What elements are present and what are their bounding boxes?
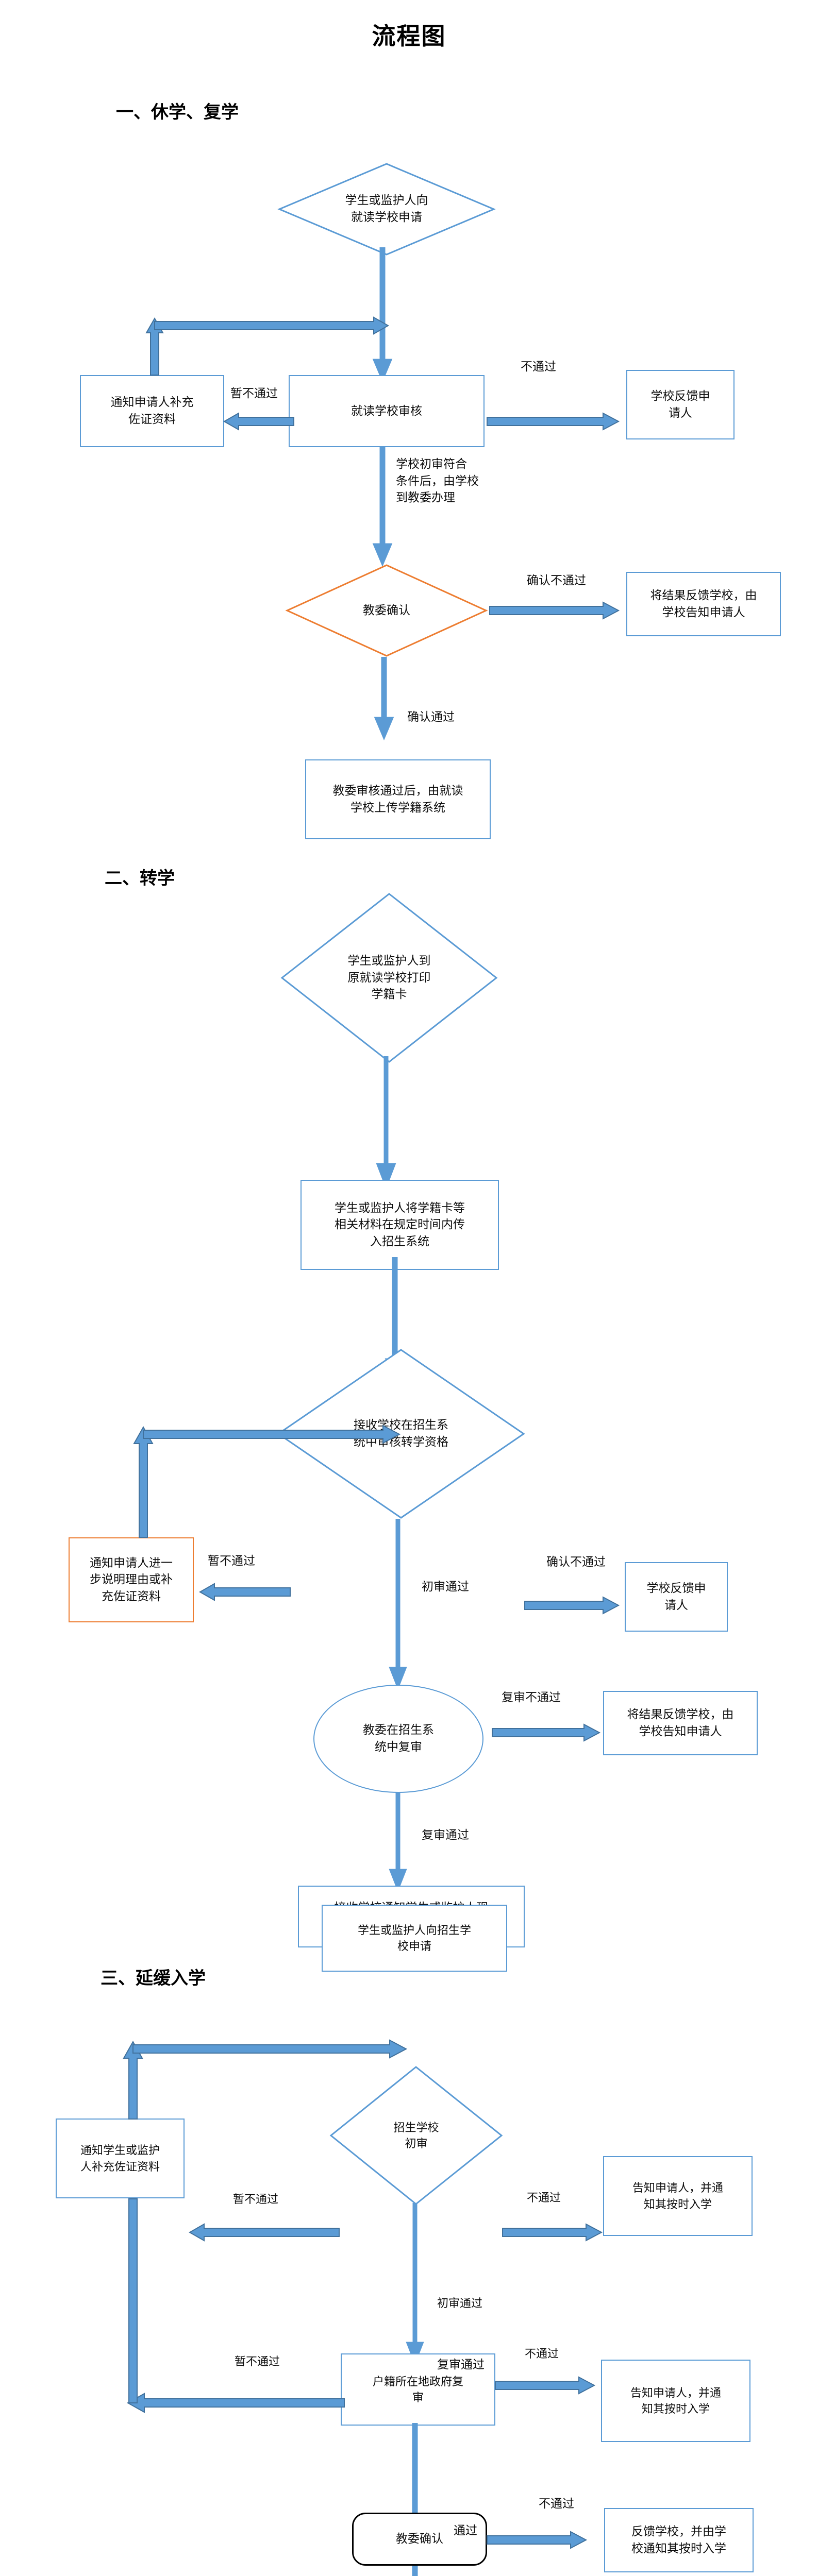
node-s1-result-feedback[interactable]: 将结果反馈学校，由学校告知申请人	[626, 572, 781, 636]
node-label: 通知申请人补充佐证资料	[110, 396, 194, 426]
section-heading-3: 三、延缓入学	[101, 1969, 206, 1988]
edge-label-s2-temp-fail: 暂不通过	[208, 1554, 255, 1567]
node-s1-bureau-confirm-diamond[interactable]: 教委确认	[285, 564, 488, 657]
edge-s3-confirm-pass	[412, 2566, 418, 2576]
edge-s2-card-to-upload	[376, 1056, 396, 1190]
edge-s3-temp-fail-2	[126, 2198, 345, 2413]
page-title: 流程图	[372, 23, 446, 49]
edge-s3-fail-2	[495, 2376, 596, 2395]
node-s1-school-review[interactable]: 就读学校审核	[289, 375, 485, 447]
edge-label-s2-first-pass: 初审通过	[422, 1580, 469, 1593]
edge-s2-recheck-pass	[389, 1792, 407, 1892]
node-label: 户籍所在地政府复审	[372, 2375, 463, 2404]
edge-s2-first-pass	[389, 1519, 407, 1690]
edge-label-s3-temp-fail-2: 暂不通过	[235, 2355, 280, 2368]
section-heading-1: 一、休学、复学	[116, 103, 239, 122]
edge-s1-fail	[487, 412, 620, 431]
node-s2-upload-materials[interactable]: 学生或监护人将学籍卡等相关材料在规定时间内传入招生系统	[301, 1180, 499, 1270]
node-s2-bureau-recheck[interactable]: 教委在招生系统中复审	[313, 1685, 483, 1793]
edge-s1-apply-to-review	[372, 247, 393, 383]
edge-label-s3-confirm-fail: 不通过	[539, 2497, 574, 2510]
edge-s1-review-to-confirm	[372, 447, 393, 567]
edge-label-s1-confirm-pass: 确认通过	[407, 710, 455, 723]
node-label: 通知申请人进一步说明理由或补充佐证资料	[90, 1556, 173, 1603]
edge-s1-confirm-pass	[374, 657, 394, 741]
edge-label-s3-temp-fail-1: 暂不通过	[233, 2193, 279, 2206]
edge-s3-confirm-fail	[487, 2531, 588, 2549]
node-s1-notify-supplement[interactable]: 通知申请人补充佐证资料	[80, 375, 224, 447]
node-label: 通知学生或监护人补充佐证资料	[80, 2144, 160, 2173]
section-heading-2: 二、转学	[105, 869, 175, 888]
edge-s2-temp-fail	[198, 1583, 291, 1601]
node-label: 将结果反馈学校，由学校告知申请人	[650, 588, 757, 619]
node-label: 告知申请人，并通知其按时入学	[632, 2181, 723, 2211]
node-label: 教委审核通过后，由就读学校上传学籍系统	[332, 784, 463, 814]
edge-s3-loop-back	[123, 2039, 408, 2120]
edge-label-s2-recheck-pass: 复审通过	[422, 1828, 469, 1841]
edge-s3-firstcheck-pass	[406, 2203, 424, 2365]
node-s1-application-diamond[interactable]: 学生或监护人向就读学校申请	[277, 163, 496, 256]
node-s2-notify-explain[interactable]: 通知申请人进一步说明理由或补充佐证资料	[69, 1537, 194, 1622]
edge-label-s1-to-bureau: 学校初审符合条件后，由学校到教委办理	[396, 457, 479, 504]
node-s3-notify-applicant-1[interactable]: 告知申请人，并通知其按时入学	[603, 2156, 753, 2236]
edge-s2-recheck-fail	[492, 1723, 601, 1742]
node-s3-notify-applicant-2[interactable]: 告知申请人，并通知其按时入学	[601, 2360, 750, 2442]
edge-s2-confirm-fail	[524, 1596, 620, 1615]
edge-s2-loop-back	[133, 1425, 401, 1538]
node-label: 教委在招生系统中复审	[363, 1723, 434, 1753]
edge-s1-temp-fail	[223, 412, 294, 431]
node-label: 告知申请人，并通知其按时入学	[630, 2386, 721, 2415]
edge-s3-fail-1	[502, 2223, 603, 2242]
edge-s1-loop-back	[145, 316, 390, 376]
edge-label-s3-recheck-pass: 复审通过	[437, 2358, 485, 2371]
node-s3-government-recheck[interactable]: 户籍所在地政府复审	[341, 2353, 495, 2426]
node-s3-apply-to-admission-school[interactable]: 学生或监护人向招生学校申请	[322, 1905, 507, 1972]
node-s3-committee-confirm[interactable]: 教委确认	[352, 2513, 487, 2566]
edge-s1-confirm-fail	[489, 601, 620, 620]
edge-label-s3-confirm-pass: 通过	[454, 2524, 477, 2537]
edge-label-s3-fail-1: 不通过	[527, 2191, 561, 2204]
edge-s3-temp-fail-1	[188, 2223, 340, 2242]
node-label: 学校反馈申请人	[650, 389, 710, 419]
edge-label-s1-fail: 不通过	[521, 360, 556, 373]
node-label: 教委确认	[396, 2532, 443, 2546]
node-s3-notify-supplement[interactable]: 通知学生或监护人补充佐证资料	[56, 2119, 185, 2198]
edge-label-s2-confirm-fail: 确认不通过	[546, 1555, 606, 1568]
node-label: 就读学校审核	[351, 404, 422, 417]
node-s2-print-card-diamond[interactable]: 学生或监护人到原就读学校打印学籍卡	[280, 893, 498, 1063]
node-label: 学生或监护人向招生学校申请	[357, 1923, 471, 1953]
edge-label-s3-fail-2: 不通过	[525, 2347, 559, 2360]
edge-label-s1-temp-fail: 暂不通过	[230, 387, 278, 400]
node-s3-feedback-school[interactable]: 反馈学校，并由学校通知其按时入学	[604, 2508, 754, 2572]
node-label: 将结果反馈学校，由学校告知申请人	[627, 1707, 734, 1738]
node-s1-school-feedback[interactable]: 学校反馈申请人	[626, 370, 734, 439]
node-s1-upload-system[interactable]: 教委审核通过后，由就读学校上传学籍系统	[305, 759, 491, 839]
node-label: 反馈学校，并由学校通知其按时入学	[631, 2524, 726, 2555]
edge-label-s2-recheck-fail: 复审不通过	[502, 1691, 561, 1704]
edge-label-s1-confirm-fail: 确认不通过	[527, 574, 586, 587]
node-label: 学校反馈申请人	[646, 1581, 706, 1612]
node-s2-result-feedback[interactable]: 将结果反馈学校，由学校告知申请人	[603, 1691, 758, 1755]
edge-label-s3-firstcheck-pass: 初审通过	[437, 2297, 483, 2310]
node-s2-school-feedback[interactable]: 学校反馈申请人	[625, 1562, 728, 1632]
node-label: 学生或监护人将学籍卡等相关材料在规定时间内传入招生系统	[335, 1201, 465, 1248]
